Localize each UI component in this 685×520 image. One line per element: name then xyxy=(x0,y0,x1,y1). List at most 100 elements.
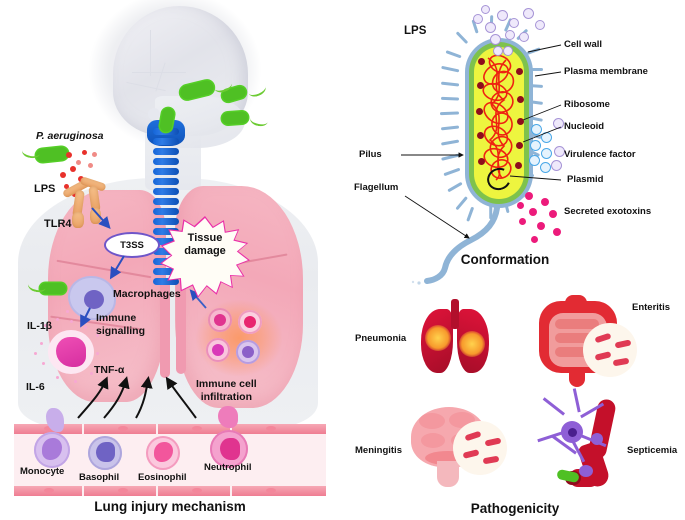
exotoxin-molecule xyxy=(549,210,557,218)
pilus-icon xyxy=(529,68,543,71)
lps-molecule xyxy=(481,5,490,14)
cytokine-particle xyxy=(56,376,59,379)
lps-molecule xyxy=(64,184,69,189)
tnfa-label: TNF-α xyxy=(94,364,125,376)
conformation-title: Conformation xyxy=(460,252,550,267)
cytokine-particle xyxy=(44,324,47,327)
neuron-icon xyxy=(535,388,615,477)
conformation-callouts xyxy=(401,44,562,285)
ribosome-label: Ribosome xyxy=(564,99,610,110)
cytokine-particle xyxy=(70,320,73,323)
il6-label: IL-6 xyxy=(26,381,45,393)
cytokine-particle xyxy=(40,342,43,345)
cell-wall-label: Cell wall xyxy=(564,39,603,50)
virulence-factor-label: Virulence factor xyxy=(564,149,636,160)
cytokine-particle xyxy=(42,362,45,365)
ribosome-icon xyxy=(516,142,523,149)
neutrophil-nucleus xyxy=(220,438,240,460)
ribosome-icon xyxy=(477,82,484,89)
lps-molecule xyxy=(535,20,545,30)
bacterium-icon xyxy=(221,111,249,125)
exotoxin-molecule xyxy=(517,202,524,209)
immune-cell-nucleus xyxy=(212,344,224,356)
virulence-factor-molecule xyxy=(540,162,551,173)
skull-detail-line xyxy=(132,72,186,73)
nucleoid-dna xyxy=(482,54,515,181)
exotoxin-molecule xyxy=(541,198,549,206)
neutrophil-migrating xyxy=(218,406,238,428)
cytokine-particle xyxy=(56,318,59,321)
ribosome-icon xyxy=(478,58,485,65)
immune-signalling-label: Immune signalling xyxy=(96,312,145,337)
immune-cell-nucleus xyxy=(242,346,254,358)
infiltration-glow xyxy=(196,300,282,376)
flagellum-label: Flagellum xyxy=(354,182,399,193)
exotoxin-molecule xyxy=(525,192,533,200)
vessel-wall-top xyxy=(14,424,326,434)
meningitis-label: Meningitis xyxy=(355,445,402,456)
cytokine-cell-nucleus xyxy=(56,337,86,367)
cytokine-particle xyxy=(104,318,107,321)
pneumonia-label: Pneumonia xyxy=(355,333,407,344)
lps-molecule xyxy=(60,172,66,178)
immune-signalling-line1: Immune xyxy=(96,312,137,324)
skull-detail-line xyxy=(150,30,151,76)
monocyte-label: Monocyte xyxy=(20,466,65,477)
vessel-cell-divider xyxy=(82,424,84,434)
lps-label: LPS xyxy=(34,183,56,195)
immune-signalling-line2: signalling xyxy=(96,324,146,337)
cytokine-particle xyxy=(84,326,87,329)
monocyte-nucleus xyxy=(42,438,62,460)
lps-label: LPS xyxy=(404,25,427,37)
plasma-membrane-label: Plasma membrane xyxy=(564,66,648,77)
t3ss-label-pill: T3SS xyxy=(104,232,160,258)
lps-molecule xyxy=(519,32,529,42)
ribosome-icon xyxy=(478,158,485,165)
pathogenicity-title: Pathogenicity xyxy=(470,501,560,516)
lps-molecule xyxy=(70,166,76,172)
immune-cell-nucleus xyxy=(244,316,256,328)
lps-molecule xyxy=(509,18,519,28)
exotoxin-molecule xyxy=(537,222,545,230)
lps-molecule xyxy=(505,30,515,40)
tissue-damage-line1: Tissue xyxy=(187,232,223,244)
ribosome-icon xyxy=(516,68,523,75)
virulence-factor-molecule xyxy=(554,146,565,157)
vessel-cell-divider xyxy=(230,424,232,434)
lps-molecule xyxy=(82,150,87,155)
immune-infiltration-label: Immune cell infiltration xyxy=(196,378,257,403)
macrophages-label: Macrophages xyxy=(113,288,181,300)
ribosome-icon xyxy=(515,162,522,169)
lps-molecule xyxy=(92,152,97,157)
lungs-diseased-icon xyxy=(415,299,495,379)
virulence-factor-molecule xyxy=(551,160,562,171)
pathogenicity-panel: Pneumonia Enteritis xyxy=(345,285,685,520)
exotoxin-molecule xyxy=(531,236,538,243)
enteritis-label: Enteritis xyxy=(632,302,671,313)
cytokine-particle xyxy=(96,352,99,355)
lps-molecule xyxy=(523,8,534,19)
eosinophil-label: Eosinophil xyxy=(138,472,187,483)
cytokine-particle xyxy=(34,352,37,355)
vessel-cell-divider xyxy=(156,486,158,496)
lps-molecule xyxy=(497,10,508,21)
nucleoid-label: Nucleoid xyxy=(564,121,605,132)
lung-injury-title: Lung injury mechanism xyxy=(94,499,246,514)
cytokine-particle xyxy=(90,372,93,375)
cytokine-particle xyxy=(66,310,69,313)
pilus-label: Pilus xyxy=(359,149,382,160)
bacterium-icon xyxy=(40,283,66,294)
plasmid-label: Plasmid xyxy=(567,174,604,185)
immune-cell-nucleus xyxy=(214,314,226,326)
ear-detail xyxy=(148,108,160,120)
infiltration-line1: Immune cell xyxy=(196,378,257,390)
bronchus xyxy=(160,282,170,378)
tlr4-label: TLR4 xyxy=(44,218,72,230)
lung-injury-panel: T3SS Tissue damage xyxy=(5,0,335,514)
cytokine-particle xyxy=(74,380,77,383)
tissue-damage-label: Tissue damage xyxy=(166,232,244,258)
vessel-cell-divider xyxy=(156,424,158,434)
lps-molecule xyxy=(503,46,513,56)
eosinophil-nucleus xyxy=(154,442,173,462)
